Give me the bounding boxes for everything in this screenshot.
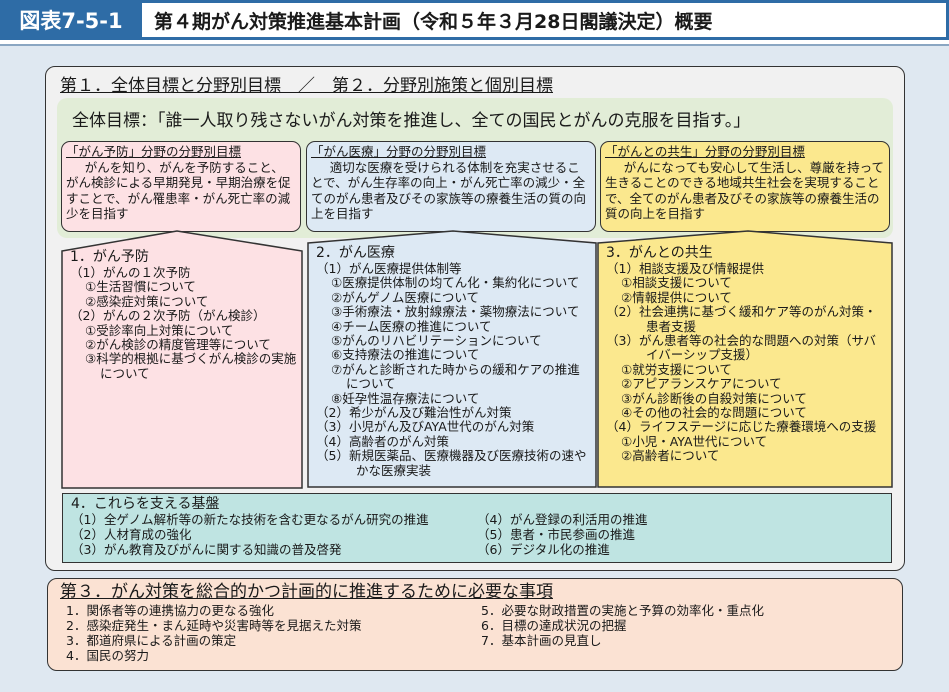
sec3-item: 4．国民の努力: [66, 648, 149, 663]
area-list-item: ②高齢者について: [621, 448, 720, 464]
sec3-item: 5．必要な財政措置の実施と予算の効率化・重点化: [481, 603, 764, 618]
foundation-title: 4．これらを支える基盤: [71, 496, 220, 512]
area-list-item: ②がんゲノム医療について: [331, 289, 479, 305]
goal-coexistence: 「がんとの共生」分野の分野別目標 がんになっても安心して生活し、尊厳を持って生き…: [600, 141, 890, 232]
goal-title: 「がんとの共生」分野の分野別目標: [605, 144, 805, 159]
sec3-item: 2．感染症発生・まん延時や災害時等を見据えた対策: [66, 618, 362, 633]
area-list-item: ②アピアランスケアについて: [621, 376, 782, 392]
area-list-item: （5）新規医薬品、医療機器及び医療技術の速やかな医療実装: [316, 448, 587, 478]
foundation-item: （6）デジタル化の推進: [477, 542, 610, 557]
area-list-item: ③がん診断後の自殺対策について: [621, 390, 807, 406]
area-list-item: ②情報提供について: [621, 289, 732, 305]
foundation-box: 4．これらを支える基盤 （1）全ゲノム解析等の新たな技術を含む更なるがん研究の推…: [62, 493, 892, 563]
area-list-item: ③科学的根拠に基づくがん検診の実施について: [85, 351, 297, 381]
goal-body: がんになっても安心して生活し、尊厳を持って生きることのできる地域共生社会を実現す…: [605, 159, 885, 222]
foundation-item: （3）がん教育及びがんに関する知識の普及啓発: [71, 542, 342, 557]
area-list-item: ⑧妊孕性温存療法について: [331, 390, 480, 406]
goal-body: 適切な医療を受けられる体制を充実させることで、がん生存率の向上・がん死亡率の減少…: [311, 159, 587, 222]
area-title: 1．がん予防: [70, 249, 149, 265]
area-list-item: ⑥支持療法の推進について: [331, 347, 480, 363]
area-list-item: ④その他の社会的な問題について: [621, 405, 807, 421]
section-1-2-title: 第１．全体目標と分野別目標 ／ 第２．分野別施策と個別目標: [60, 76, 553, 96]
area-list-item: ②がん検診の精度管理等について: [85, 337, 271, 353]
area-list-item: （2）希少がん及び難治性がん対策: [316, 405, 512, 421]
area-list-item: （2）がんの２次予防（がん検診）: [70, 308, 266, 324]
page-title: 第４期がん対策推進基本計画（令和５年３月28日閣議決定）概要: [142, 0, 949, 40]
sec3-item: 1．関係者等の連携協力の更なる強化: [66, 603, 274, 618]
area-title: 2．がん医療: [316, 245, 395, 261]
sec3-item: 7．基本計画の見直し: [481, 633, 602, 648]
area-title: 3．がんとの共生: [606, 245, 713, 261]
area-list-item: ①就労支援について: [621, 361, 732, 377]
area-list-item: （4）ライフステージに応じた療養環境への支援: [606, 419, 877, 435]
area-list-item: ①受診率向上対策について: [85, 322, 234, 338]
section-3: 第３．がん対策を総合的かつ計画的に推進するために必要な事項 1．関係者等の連携協…: [47, 578, 903, 671]
goal-title: 「がん医療」分野の分野別目標: [311, 144, 487, 159]
foundation-item: （2）人材育成の強化: [71, 527, 192, 542]
area-list-item: ①相談支援について: [621, 275, 732, 291]
goal-title: 「がん予防」分野の分野別目標: [66, 144, 242, 159]
area-list-item: ①生活習慣について: [85, 279, 196, 295]
area-list-item: （3）がん患者等の社会的な問題への対策（サバイバーシップ支援）: [606, 333, 876, 363]
area-list-item: ①小児・AYA世代について: [621, 433, 768, 449]
area-list-item: （1）がん医療提供体制等: [316, 261, 462, 276]
area-list-item: ⑦がんと診断された時からの緩和ケアの推進について: [331, 361, 580, 392]
sec3-item: 3．都道府県による計画の策定: [66, 633, 237, 648]
sec3-item: 6．目標の達成状況の把握: [481, 618, 627, 633]
area-list-item: ②感染症対策について: [85, 293, 209, 309]
goal-prevention: 「がん予防」分野の分野別目標 がんを知り、がんを予防すること、がん検診による早期…: [61, 141, 301, 232]
area-list-item: （2）社会連携に基づく緩和ケア等のがん対策・患者支援: [606, 304, 877, 334]
goal-medical: 「がん医療」分野の分野別目標 適切な医療を受けられる体制を充実させることで、がん…: [306, 141, 596, 232]
foundation-item: （1）全ゲノム解析等の新たな技術を含む更なるがん研究の推進: [71, 512, 429, 527]
area-list-item: ⑤がんのリハビリテーションについて: [331, 333, 542, 349]
overall-goal: 全体目標：「誰一人取り残さないがん対策を推進し、全ての国民とがんの克服を目指す。…: [72, 111, 751, 131]
area-list-item: ④チーム医療の推進について: [331, 318, 492, 334]
area-list-item: （4）高齢者のがん対策: [316, 433, 449, 449]
area-list-item: （1）相談支援及び情報提供: [606, 261, 764, 276]
foundation-item: （5）患者・市民参画の推進: [477, 527, 635, 542]
goal-body: がんを知り、がんを予防すること、がん検診による早期発見・早期治療を促すことで、が…: [66, 159, 291, 222]
area-list-item: ③手術療法・放射線療法・薬物療法について: [331, 304, 580, 320]
section-3-title: 第３．がん対策を総合的かつ計画的に推進するために必要な事項: [60, 582, 553, 602]
area-list-item: （3）小児がん及びAYA世代のがん対策: [316, 419, 535, 435]
area-list-item: ①医療提供体制の均てん化・集約化について: [331, 275, 580, 291]
foundation-item: （4）がん登録の利活用の推進: [477, 512, 648, 527]
area-list-item: （1）がんの１次予防: [70, 265, 191, 280]
figure-number: 図表7-5-1: [0, 0, 142, 40]
